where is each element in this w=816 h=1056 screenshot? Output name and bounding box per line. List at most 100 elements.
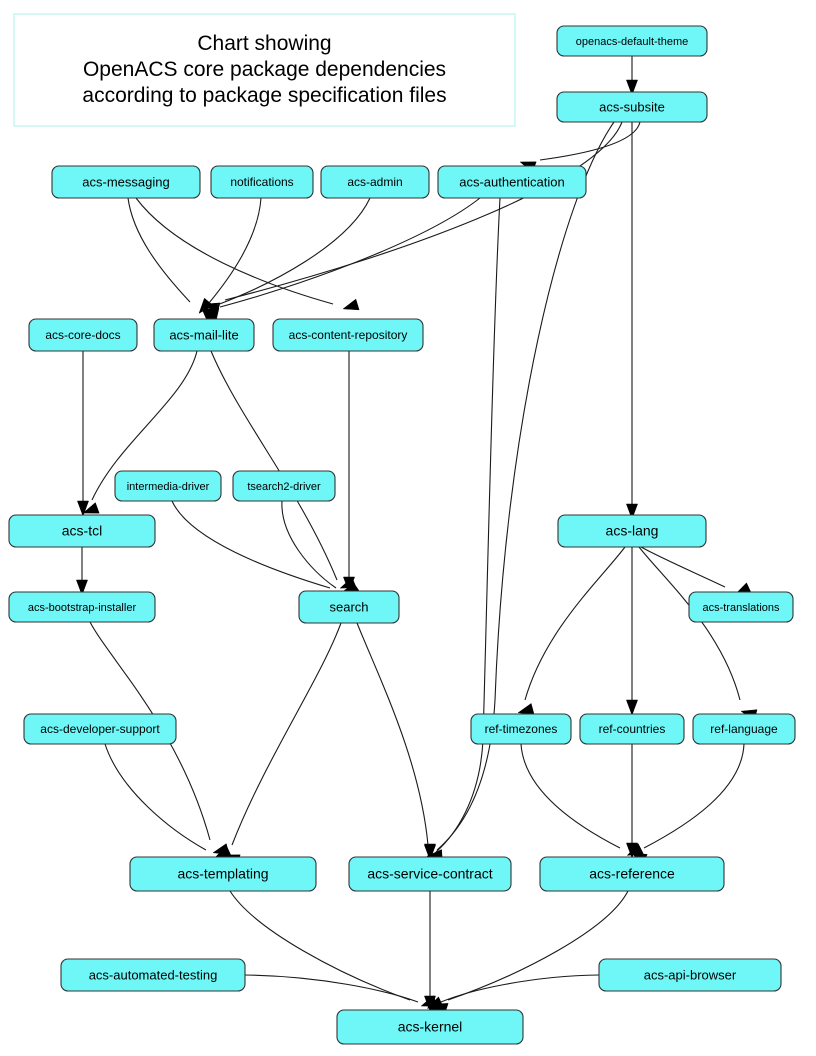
node-shape [153,318,255,352]
edge-acs-reference-to-acs-kernel [431,890,629,1015]
node-shape [336,1009,524,1045]
node-shape [129,856,317,892]
node-shape [556,25,708,57]
node-label: ref-countries [599,722,666,736]
edge-acs-messaging-to-acs-content-repository [135,197,360,311]
node-shape [28,318,138,352]
node-shape [598,958,782,992]
node-ref-language[interactable]: ref-language [692,713,796,745]
node-shape [579,713,685,745]
title-line-3: according to package specification files [82,84,446,107]
edge-search-to-acs-service-contract [356,622,443,862]
node-shape [8,514,156,548]
edge-openacs-default-theme-to-acs-subsite [626,56,638,96]
edge-acs-lang-to-ref-timezones [517,546,626,715]
node-acs-authentication[interactable]: acs-authentication [437,165,587,199]
node-label: acs-messaging [82,174,169,189]
edge-acs-subsite-to-acs-mail-lite [203,121,623,315]
node-ref-countries[interactable]: ref-countries [579,713,685,745]
node-shape [470,713,572,745]
node-acs-content-repository[interactable]: acs-content-repository [272,318,424,352]
edge-acs-lang-to-ref-language [638,546,758,721]
node-shape [688,591,794,623]
node-shape [232,470,336,502]
edge-ref-timezones-to-acs-reference [520,743,644,856]
edge-acs-authentication-to-acs-service-contract [424,197,501,861]
node-shape [272,318,424,352]
edge-acs-lang-to-acs-translations [640,546,752,595]
edge-acs-admin-to-acs-mail-lite [201,197,371,320]
node-shape [557,514,707,548]
node-acs-core-docs[interactable]: acs-core-docs [28,318,138,352]
edge-acs-mail-lite-to-search [210,350,357,589]
node-acs-mail-lite[interactable]: acs-mail-lite [153,318,255,352]
node-label: acs-developer-support [40,722,160,736]
edge-intermedia-driver-to-search [171,500,358,595]
node-shape [114,470,222,502]
node-acs-bootstrap-installer[interactable]: acs-bootstrap-installer [8,591,156,623]
node-label: ref-timezones [485,722,558,736]
node-acs-templating[interactable]: acs-templating [129,856,317,892]
node-shape [23,713,177,745]
node-shape [210,165,314,199]
node-openacs-default-theme[interactable]: openacs-default-theme [556,25,708,57]
node-shape [348,856,512,892]
edge-acs-subsite-to-acs-service-contract [424,121,615,860]
edge-ref-language-to-acs-reference [630,743,745,865]
node-intermedia-driver[interactable]: intermedia-driver [114,470,222,502]
node-label: notifications [230,175,293,189]
node-label: openacs-default-theme [576,36,689,48]
edges-layer [76,56,758,1018]
node-label: acs-templating [177,866,268,882]
node-shape [60,958,246,992]
edge-acs-lang-to-ref-countries [626,547,638,716]
edge-acs-templating-to-acs-kernel [229,890,438,1007]
node-acs-api-browser[interactable]: acs-api-browser [598,958,782,992]
title-box [13,13,516,127]
node-shape [320,165,430,199]
node-acs-reference[interactable]: acs-reference [539,856,725,892]
node-acs-subsite[interactable]: acs-subsite [556,91,708,123]
node-label: acs-bootstrap-installer [28,602,137,614]
node-shape [692,713,796,745]
title-line-2: OpenACS core package dependencies [83,58,446,81]
node-acs-service-contract[interactable]: acs-service-contract [348,856,512,892]
node-notifications[interactable]: notifications [210,165,314,199]
node-search[interactable]: search [298,590,400,624]
node-label: acs-service-contract [367,866,492,882]
node-label: acs-authentication [459,174,565,189]
node-shape [437,165,587,199]
node-acs-admin[interactable]: acs-admin [320,165,430,199]
node-label: acs-lang [606,523,659,539]
edge-acs-service-contract-to-acs-kernel [424,891,436,1012]
node-label: acs-tcl [62,523,102,539]
node-acs-developer-support[interactable]: acs-developer-support [23,713,177,745]
title-layer: Chart showing OpenACS core package depen… [13,13,516,127]
edge-acs-automated-testing-to-acs-kernel [244,974,444,1009]
node-label: acs-automated-testing [89,967,218,982]
edge-search-to-acs-templating [223,622,342,866]
node-label: acs-admin [347,175,402,189]
node-acs-kernel[interactable]: acs-kernel [336,1009,524,1045]
node-label: acs-kernel [398,1019,463,1035]
node-acs-tcl[interactable]: acs-tcl [8,514,156,548]
node-ref-timezones[interactable]: ref-timezones [470,713,572,745]
edge-acs-content-repository-to-search [343,351,355,593]
node-label: search [329,599,368,614]
edge-acs-messaging-to-acs-mail-lite [127,197,214,314]
node-label: acs-core-docs [45,328,120,342]
node-acs-messaging[interactable]: acs-messaging [51,165,201,199]
node-label: acs-translations [702,602,780,614]
node-shape [8,591,156,623]
node-label: acs-reference [589,866,675,882]
edge-acs-core-docs-to-acs-tcl [77,351,89,517]
node-label: acs-content-repository [289,328,408,342]
node-acs-automated-testing[interactable]: acs-automated-testing [60,958,246,992]
node-tsearch2-driver[interactable]: tsearch2-driver [232,470,336,502]
node-label: ref-language [710,722,778,736]
node-acs-translations[interactable]: acs-translations [688,591,794,623]
node-acs-lang[interactable]: acs-lang [557,514,707,548]
node-shape [51,165,201,199]
